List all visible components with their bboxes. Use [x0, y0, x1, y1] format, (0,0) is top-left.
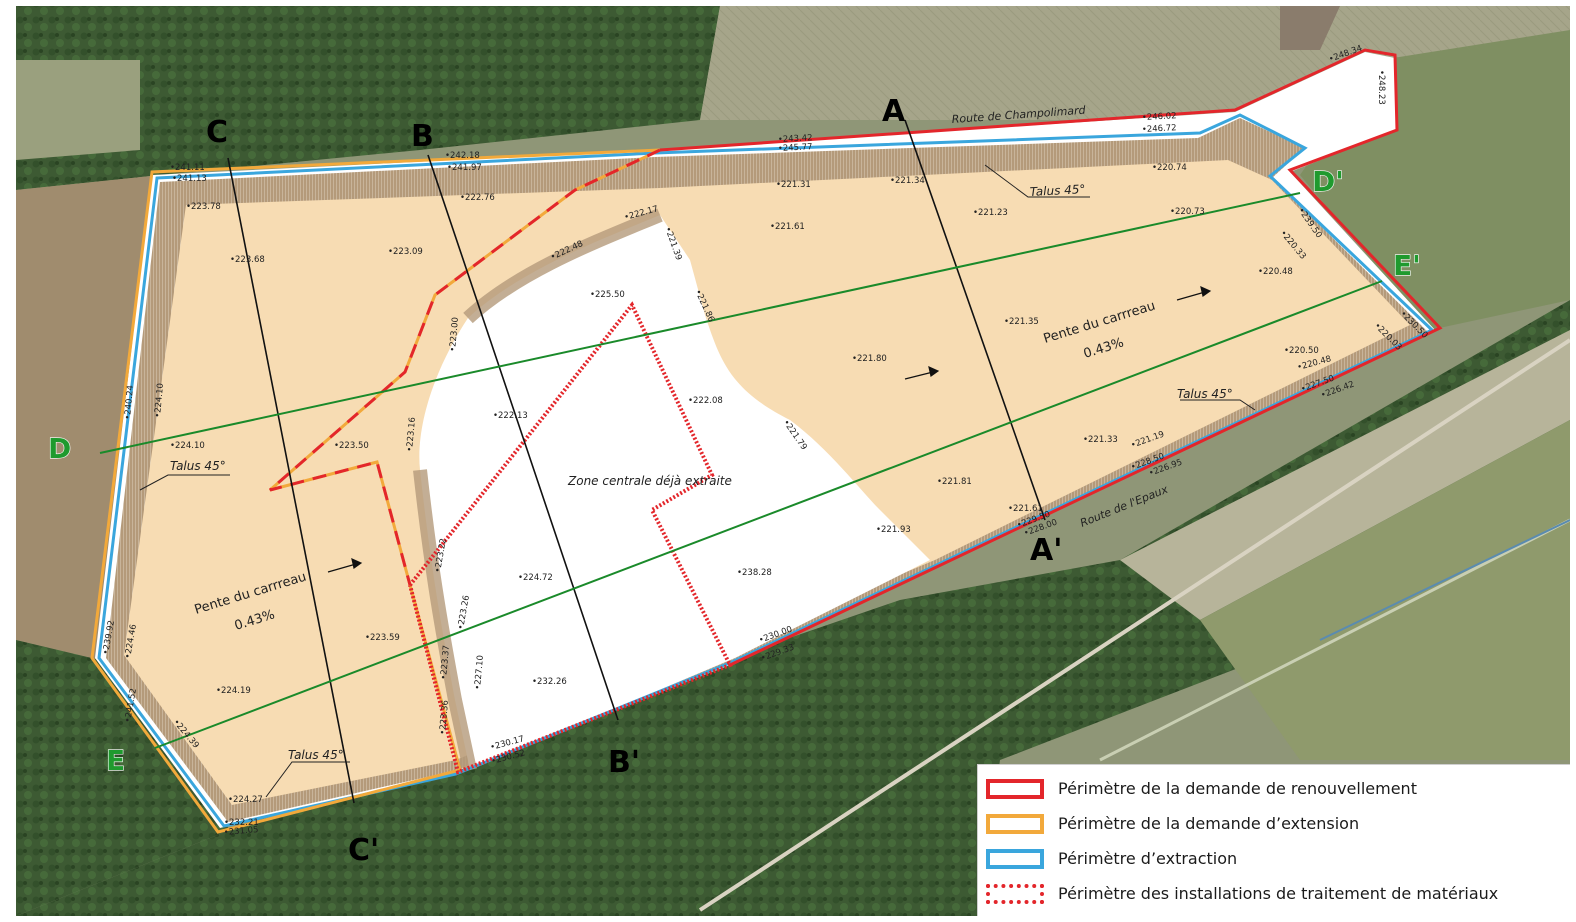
- section-line-e: [154, 280, 1383, 749]
- elevation-point: •223.09: [388, 247, 423, 257]
- elevation-point: •224.27: [228, 795, 263, 805]
- site-plan-map: A A' B B' C C' D D' E E' Route de Champo…: [16, 6, 1570, 916]
- central-extracted-zone: [419, 215, 930, 770]
- elevation-point: •241.97: [447, 163, 482, 173]
- legend-label-extension: Périmètre de la demande d’extension: [1058, 814, 1360, 833]
- elevation-point: •223.50: [334, 441, 369, 451]
- section-label-d-prime: D': [1312, 165, 1344, 198]
- section-line-c: [227, 157, 355, 804]
- elevation-point: •223.00: [448, 317, 461, 353]
- legend-swatch-renouvellement: [986, 778, 1044, 799]
- elevation-point: •238.28: [737, 568, 772, 578]
- renouvellement-perimeter: [659, 48, 1443, 667]
- legend-item-extension: Périmètre de la demande d’extension: [986, 806, 1570, 841]
- elevation-point: •245.77: [778, 142, 813, 154]
- elevation-point: •242.18: [445, 151, 480, 161]
- talus-leaders: [139, 164, 1256, 798]
- elevation-point: •221.31: [776, 180, 811, 190]
- renouvellement-extension-shared: [269, 148, 661, 586]
- elevation-point: •241.13: [172, 174, 207, 184]
- elevation-point: •221.33: [1083, 435, 1118, 445]
- elevation-point: •220.50: [1284, 346, 1319, 356]
- elevation-point: •221.93: [876, 525, 911, 535]
- elevation-point: •221.23: [973, 208, 1008, 218]
- elevation-point: •221.34: [890, 176, 925, 186]
- elevation-point: •240.24: [123, 385, 136, 421]
- elevation-point: •232.21: [224, 818, 259, 828]
- elevation-point: •224.19: [216, 686, 251, 696]
- section-label-e-prime: E': [1393, 249, 1421, 282]
- legend-label-renouvellement: Périmètre de la demande de renouvellemen…: [1058, 779, 1417, 798]
- elevation-point: •224.72: [518, 573, 553, 583]
- elevation-point: •243.42: [778, 133, 813, 145]
- legend-label-extraction: Périmètre d’extraction: [1058, 849, 1238, 868]
- legend-label-installations: Périmètre des installations de traitemen…: [1058, 884, 1499, 903]
- elevation-point: •222.76: [460, 193, 495, 203]
- elevation-point: •223.78: [186, 202, 221, 212]
- elevation-point: •223.36: [438, 700, 451, 736]
- legend: Périmètre de la demande de renouvellemen…: [977, 764, 1570, 916]
- legend-item-installations: Périmètre des installations de traitemen…: [986, 876, 1570, 911]
- legend-item-extraction: Périmètre d’extraction: [986, 841, 1570, 876]
- elevation-point: •220.74: [1152, 163, 1187, 173]
- section-label-b-prime: B': [608, 745, 640, 780]
- extraction-perimeter: [97, 113, 1435, 828]
- legend-item-renouvellement: Périmètre de la demande de renouvellemen…: [986, 771, 1570, 806]
- section-label-a-prime: A': [1030, 533, 1062, 568]
- section-label-e: E: [106, 744, 125, 777]
- elevation-point: •221.80: [852, 354, 887, 364]
- central-zone-talus-edge: [413, 208, 663, 772]
- talus-label-south: Talus 45°: [288, 748, 344, 762]
- elevation-point: •224.10: [153, 383, 166, 419]
- legend-swatch-extraction: [986, 848, 1044, 869]
- elevation-point: •222.08: [688, 396, 723, 406]
- talus-label-west: Talus 45°: [170, 459, 226, 473]
- elevation-point: •241.11: [170, 163, 205, 173]
- elevation-point: •248.23: [1376, 70, 1386, 105]
- elevation-point: •232.26: [532, 677, 567, 687]
- elevation-point: •231.05: [223, 825, 259, 838]
- elevation-point: •246.72: [1142, 123, 1177, 135]
- section-label-d: D: [48, 432, 71, 465]
- elevation-point: •223.16: [405, 417, 418, 453]
- elevation-point: •222.13: [493, 411, 528, 421]
- elevation-point: •223.37: [439, 645, 452, 681]
- site-plan-svg: A A' B B' C C' D D' E E' Route de Champo…: [16, 6, 1570, 916]
- section-label-b: B: [411, 119, 434, 154]
- section-line-d: [99, 192, 1301, 454]
- talus-label-north: Talus 45°: [1029, 182, 1085, 199]
- zone-centrale-label: Zone centrale déjà extraite: [567, 474, 732, 488]
- elevation-point: •224.10: [170, 441, 205, 451]
- section-line-b: [427, 154, 619, 721]
- elevation-point: •221.61: [1008, 504, 1043, 514]
- slope-arrows: [327, 285, 1212, 573]
- section-label-c-prime: C': [348, 833, 379, 868]
- installations-perimeter: [408, 301, 733, 775]
- elevation-point: •223.68: [230, 255, 265, 265]
- section-line-a: [904, 119, 1046, 521]
- talus-label-east: Talus 45°: [1177, 387, 1233, 401]
- elevation-point: •221.61: [770, 222, 805, 232]
- legend-swatch-installations: [986, 883, 1044, 904]
- elevation-point: •220.73: [1170, 207, 1205, 217]
- section-label-a: A: [882, 94, 906, 129]
- section-label-c: C: [206, 115, 228, 150]
- elevation-point: •227.10: [473, 655, 486, 691]
- legend-swatch-extension: [986, 813, 1044, 834]
- elevation-point: •225.50: [590, 290, 625, 300]
- elevation-point: •220.48: [1258, 267, 1293, 277]
- elevation-point: •223.59: [365, 633, 400, 643]
- elevation-point: •246.02: [1142, 111, 1177, 123]
- elevation-point: •221.81: [937, 477, 972, 487]
- elevation-point: •221.35: [1004, 317, 1039, 327]
